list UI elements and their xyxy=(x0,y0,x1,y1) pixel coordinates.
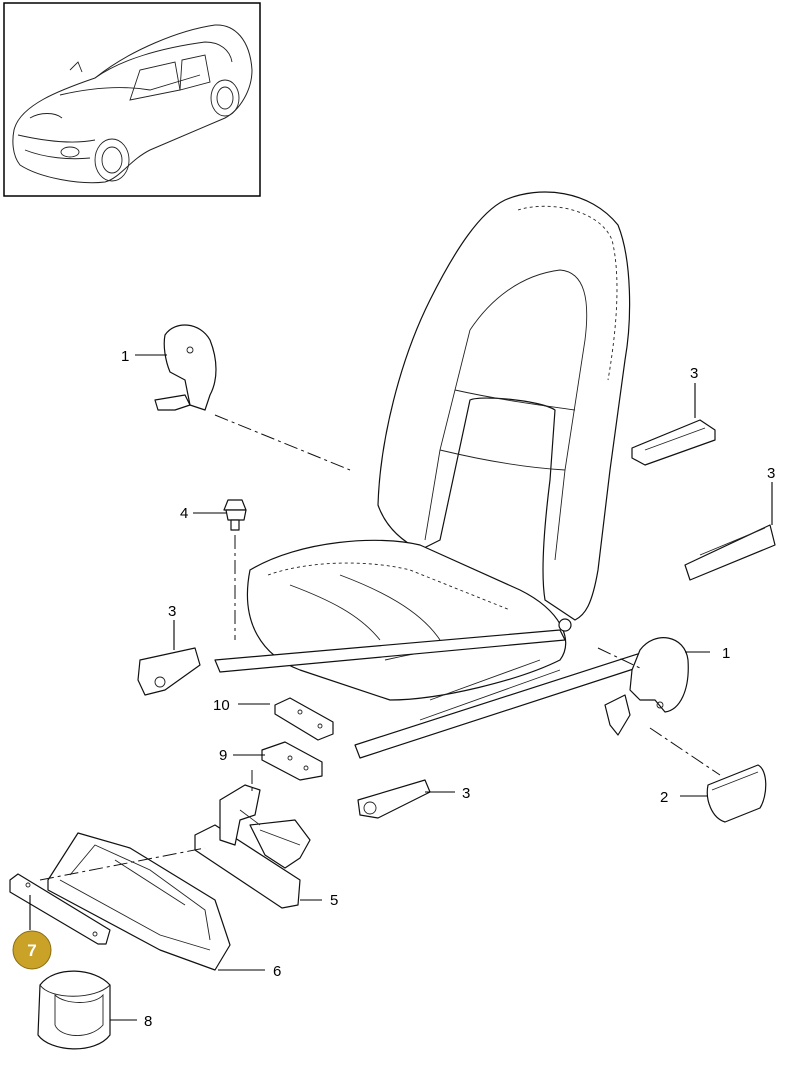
part-2-cover xyxy=(706,764,767,823)
callout-2: 2 xyxy=(660,789,668,806)
callout-7: 7 xyxy=(27,941,36,960)
callout-5: 5 xyxy=(330,892,338,909)
part-9-plate xyxy=(261,741,323,781)
callout-10: 10 xyxy=(213,697,230,714)
callout-3-front: 3 xyxy=(462,785,470,802)
leader-lines xyxy=(29,354,773,1021)
callout-3-upper-right: 3 xyxy=(690,365,698,382)
part-3-trim-upper-right xyxy=(631,419,716,466)
part-4-bolt xyxy=(223,499,247,531)
part-1-upper-bracket xyxy=(154,324,217,411)
part-3-trim-left xyxy=(137,647,201,696)
part-8-ring xyxy=(37,970,111,1050)
callout-8: 8 xyxy=(144,1013,152,1030)
callout-3-left: 3 xyxy=(168,603,176,620)
part-7-plate xyxy=(9,873,111,945)
part-10-plate xyxy=(274,697,334,741)
callout-4: 4 xyxy=(180,505,188,522)
callout-1-right: 1 xyxy=(722,645,730,662)
callout-6: 6 xyxy=(273,963,281,980)
car-illustration xyxy=(12,24,253,184)
callout-1-upper: 1 xyxy=(121,348,129,365)
part-6-tray xyxy=(47,832,231,971)
callout-7-badge[interactable]: 7 xyxy=(12,930,52,970)
part-3-trim-right xyxy=(684,524,776,581)
part-1-right-bracket xyxy=(604,637,689,736)
seat-illustration xyxy=(214,191,656,759)
callout-9: 9 xyxy=(219,747,227,764)
vehicle-overview-inset xyxy=(3,2,261,197)
callout-labels: 1 1 2 3 3 3 3 4 5 6 8 9 10 xyxy=(121,348,775,1030)
reference-lines xyxy=(39,414,721,881)
part-5-bracket xyxy=(194,784,311,909)
part-3-trim-front xyxy=(357,779,431,819)
callout-3-right: 3 xyxy=(767,465,775,482)
